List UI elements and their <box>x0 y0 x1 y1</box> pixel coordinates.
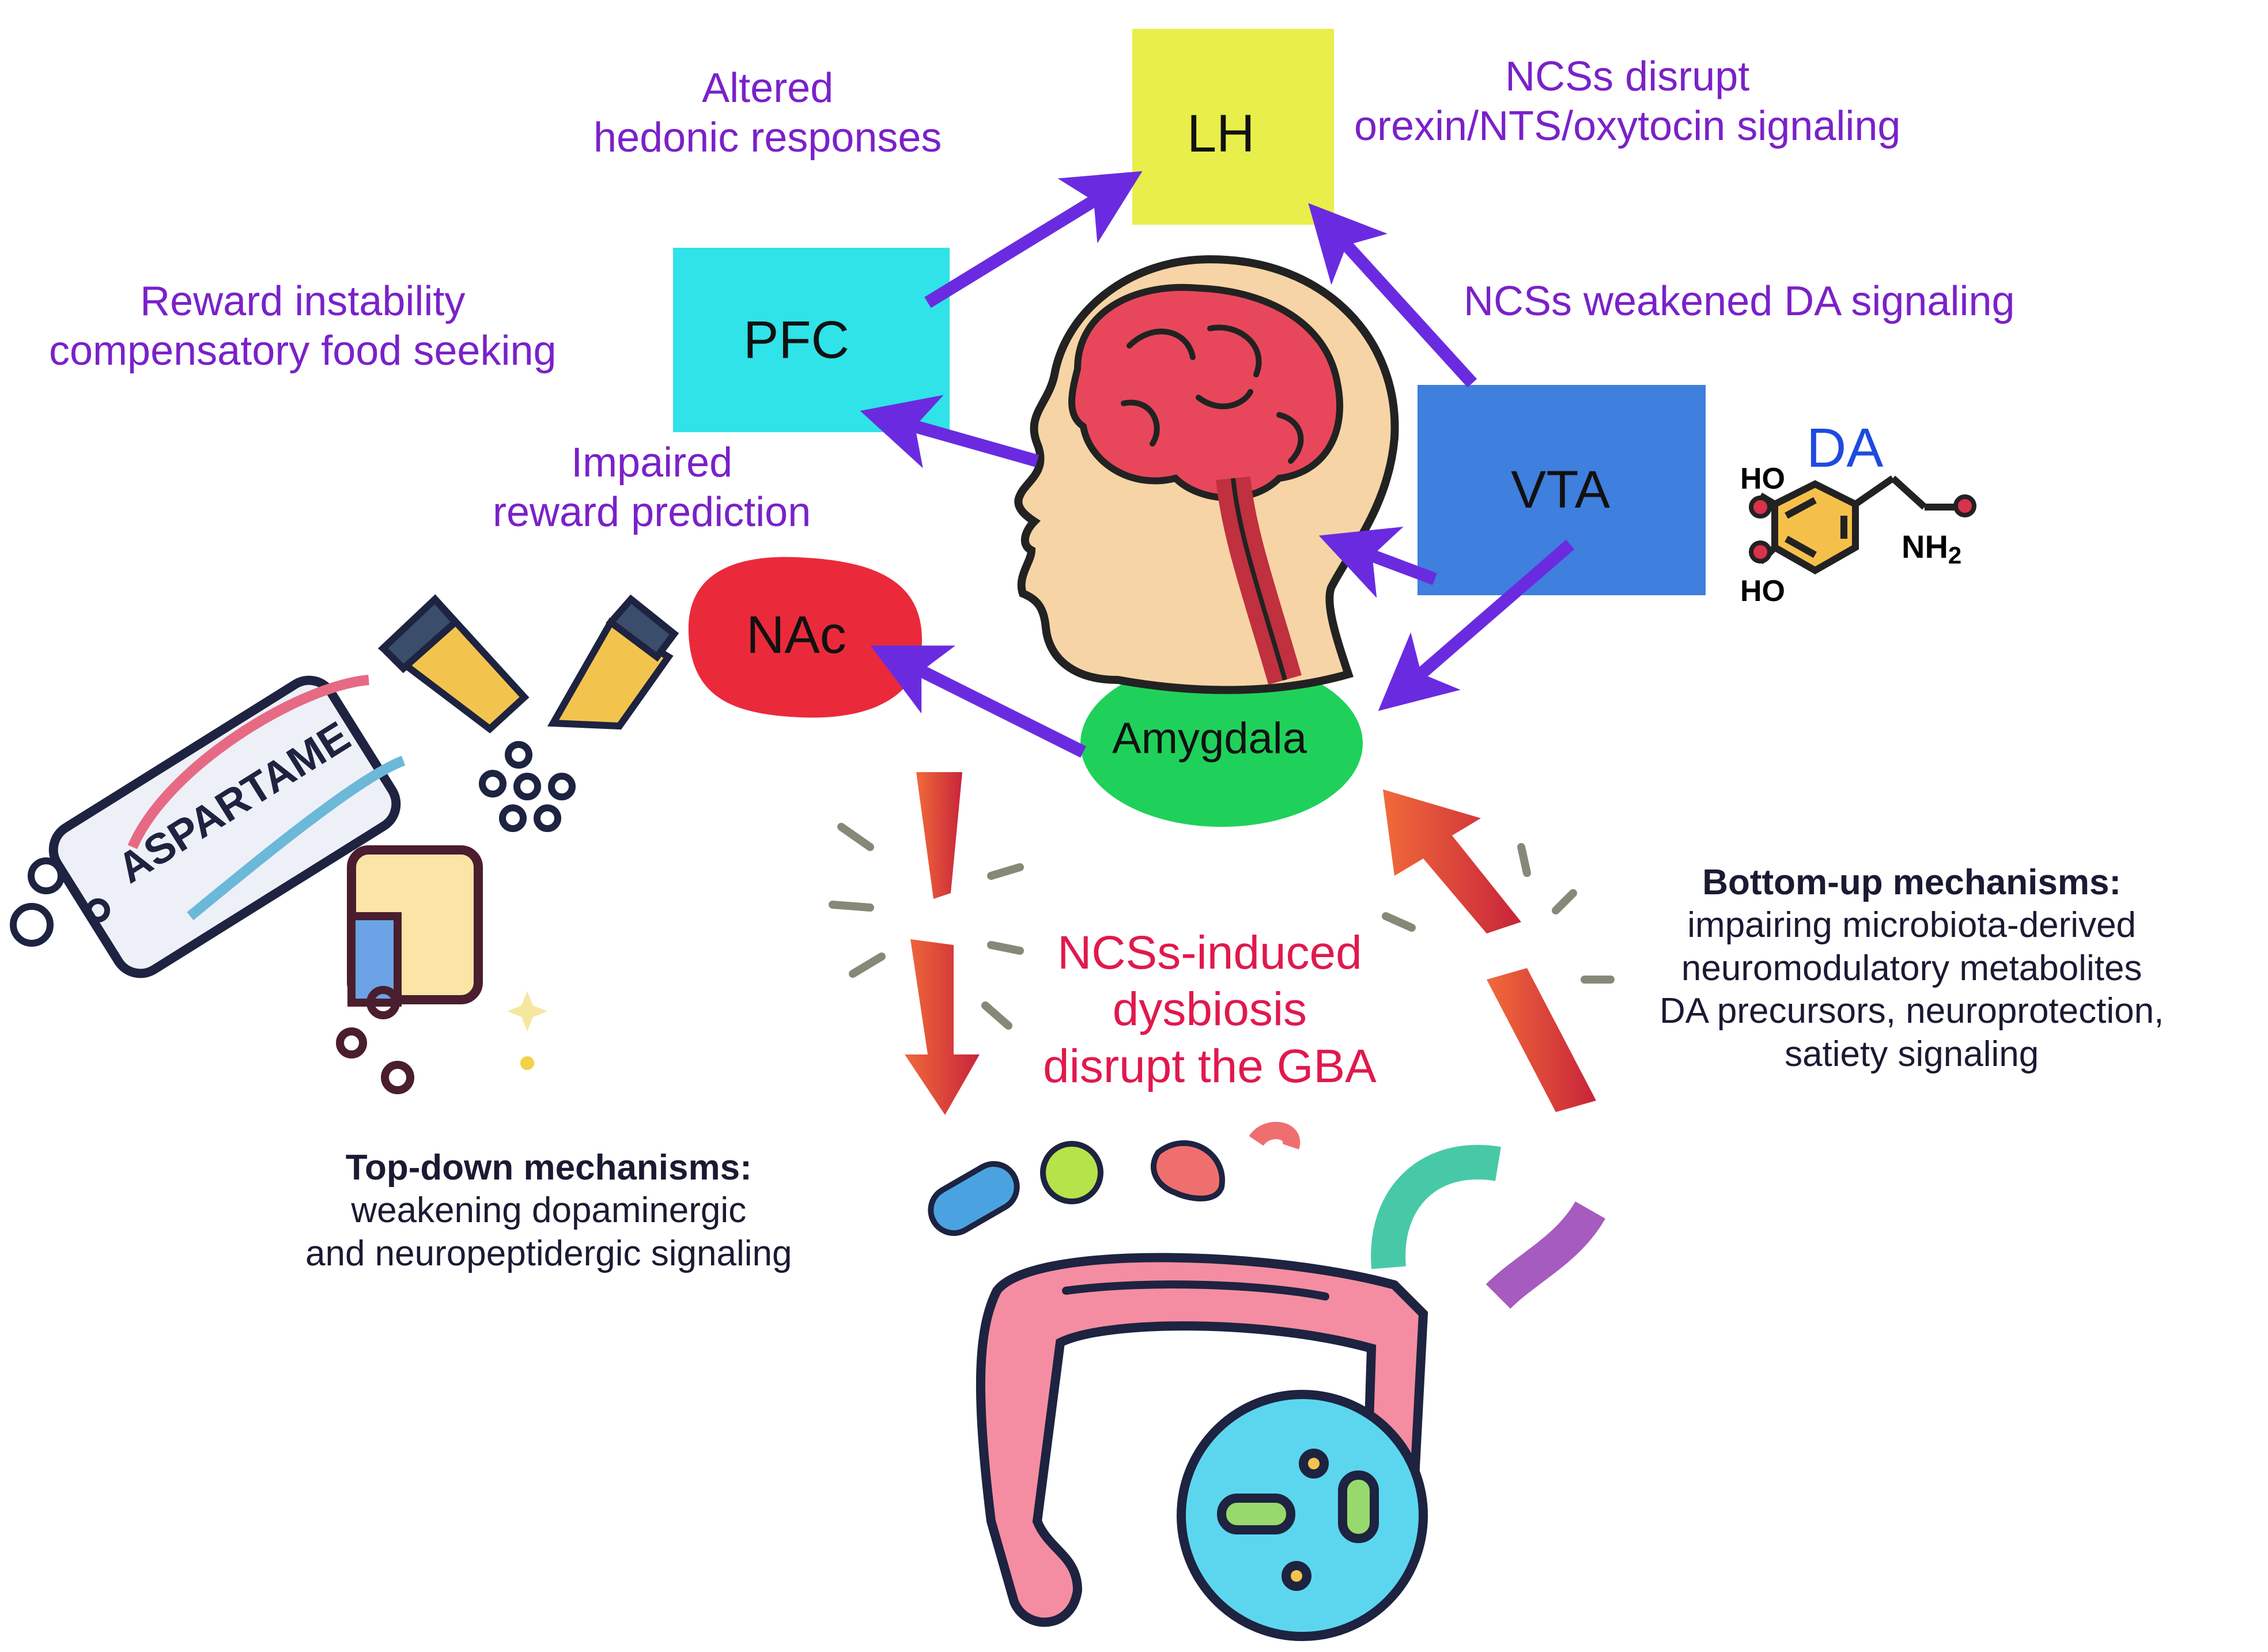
bottom-up-line-3: DA precursors, neuroprotection, <box>1660 991 2164 1031</box>
top-down-mechanisms-label: Top-down mechanisms: weakening dopaminer… <box>305 1147 792 1275</box>
altered-hedonic-label: Altered hedonic responses <box>594 63 942 163</box>
arrow-vta-to-amygdala <box>1378 539 1575 711</box>
intestine-icon <box>976 1253 1428 1641</box>
arrow-head-to-pfc <box>860 395 1039 468</box>
arrow-pfc-to-lh <box>924 171 1143 308</box>
bottom-up-title: Bottom-up mechanisms: <box>1702 863 2122 902</box>
bottom-up-line-1: impairing microbiota-derived <box>1687 905 2137 946</box>
ho-bottom-label: HO <box>1740 574 1785 608</box>
impaired-line-2: reward prediction <box>493 489 811 536</box>
reward-instability-label: Reward instability compensatory food see… <box>49 277 557 376</box>
top-down-arrow <box>905 772 980 1115</box>
amygdala-blob <box>1080 660 1363 827</box>
sweetener-sachet-icon <box>377 594 679 734</box>
impaired-line-1: Impaired <box>571 440 733 486</box>
bottom-up-line-2: neuromodulatory metabolites <box>1681 948 2142 988</box>
ncs-disrupt-label: NCSs disrupt orexin/NTS/oxytocin signali… <box>1354 52 1900 152</box>
arrow-vta-to-lh <box>1308 203 1477 388</box>
reward-instability-line-1: Reward instability <box>140 278 466 324</box>
bottom-up-line-4: satiety signaling <box>1785 1034 2039 1074</box>
amygdala-label: Amygdala <box>1112 714 1307 763</box>
altered-line-1: Altered <box>702 65 834 111</box>
sugar-cube-icon <box>336 845 547 1094</box>
ho-top-label: HO <box>1740 462 1785 496</box>
dysbiosis-line-1: NCSs-induced <box>1057 927 1362 979</box>
lh-label: LH <box>1187 104 1255 163</box>
ncs-disrupt-line-1: NCSs disrupt <box>1505 54 1750 100</box>
bottom-up-mechanisms-label: Bottom-up mechanisms: impairing microbio… <box>1660 861 2164 1076</box>
nh-text: NH <box>1902 528 1948 565</box>
pfc-label: PFC <box>743 311 849 369</box>
vta-label: VTA <box>1511 460 1611 519</box>
ncs-disrupt-line-2: orexin/NTS/oxytocin signaling <box>1354 103 1901 150</box>
nh2-label: NH2 <box>1902 527 1962 569</box>
dysbiosis-line-2: dysbiosis <box>1112 983 1307 1036</box>
dopamine-label: DA <box>1806 417 1884 479</box>
arrow-amygdala-to-nac <box>870 645 1086 758</box>
top-down-title: Top-down mechanisms: <box>345 1148 752 1188</box>
top-down-line-1: weakening dopaminergic <box>351 1190 747 1231</box>
nh-subscript: 2 <box>1948 542 1962 569</box>
nac-blob <box>688 557 922 718</box>
dysbiosis-line-3: disrupt the GBA <box>1043 1039 1377 1092</box>
lh-box <box>1132 29 1334 225</box>
weakened-da-label: NCSs weakened DA signaling <box>1464 278 2015 324</box>
nac-label: NAc <box>746 606 846 664</box>
impaired-prediction-label: Impaired reward prediction <box>493 438 811 538</box>
microbe-icon <box>928 1122 1606 1309</box>
altered-line-2: hedonic responses <box>594 115 942 161</box>
reward-instability-line-2: compensatory food seeking <box>49 328 557 375</box>
head-with-brain-icon <box>1014 255 1399 694</box>
top-down-line-2: and neuropeptidergic signaling <box>305 1233 792 1273</box>
arrow-vta-to-head <box>1318 527 1437 598</box>
dysbiosis-label: NCSs-induced dysbiosis disrupt the GBA <box>1043 925 1377 1095</box>
bottom-up-arrow <box>1383 789 1596 1112</box>
